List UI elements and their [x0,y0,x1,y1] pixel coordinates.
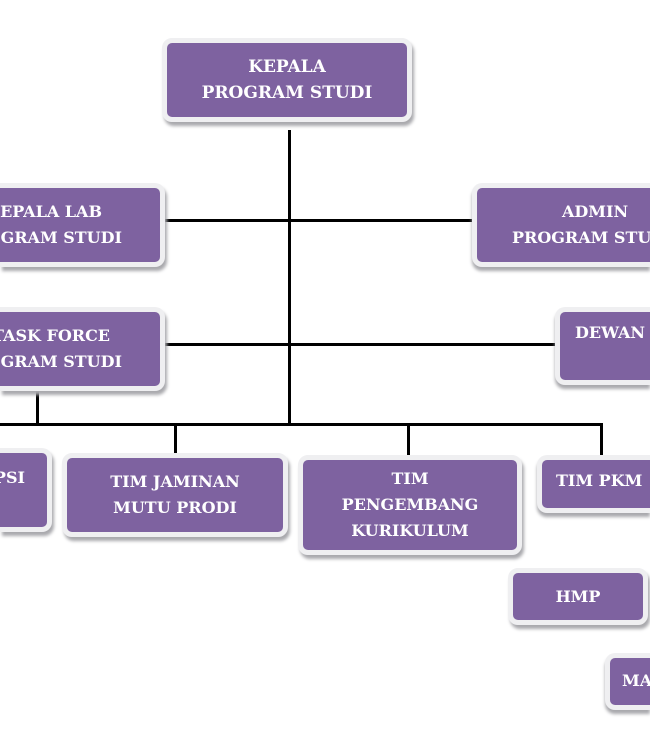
connector-bottom-horizontal [0,423,603,426]
node-kepala-lab: EPALA LAB GRAM STUDI [0,183,165,267]
node-label: KURIKULUM [351,521,469,540]
connector-main-vertical [288,130,291,426]
node-label: ADMIN [562,202,629,221]
node-label: DEWAN [575,323,646,342]
node-label: KEPALA [248,57,326,77]
node-task-force: TASK FORCE GRAM STUDI [0,307,165,391]
connector-tim-pengembang [407,424,410,456]
connector-tim-jaminan [174,424,177,454]
node-tim-pengembang-kurikulum: TIM PENGEMBANG KURIKULUM [298,455,522,555]
node-ma: MA [605,653,650,710]
node-label: GRAM STUDI [0,228,122,247]
connector-row-1 [160,219,475,222]
node-label: EPALA LAB [0,202,102,221]
node-label: PSI [0,468,25,487]
node-label: HMP [555,586,601,606]
node-label: MA [622,671,650,690]
connector-tim-pkm [600,424,603,456]
node-psi: PSI [0,448,52,532]
node-admin-program-studi: ADMIN PROGRAM STU [472,183,650,267]
node-label: MUTU PRODI [113,498,237,517]
node-tim-jaminan-mutu: TIM JAMINAN MUTU PRODI [62,453,288,537]
node-label: PENGEMBANG [341,495,479,514]
node-dewan: DEWAN [555,307,650,385]
connector-task-force-down [36,388,39,425]
node-label: PROGRAM STU [512,228,650,247]
node-label: PROGRAM STUDI [201,83,373,103]
node-hmp: HMP [508,568,648,625]
node-tim-pkm: TIM PKM [537,455,650,513]
node-kepala-program-studi: KEPALA PROGRAM STUDI [162,38,412,122]
node-label: TIM PKM [556,471,643,490]
node-label: TIM [391,469,429,488]
node-label: TASK FORCE [0,326,110,345]
node-label: GRAM STUDI [0,352,122,371]
connector-row-2 [160,343,558,346]
node-label: TIM JAMINAN [110,472,240,491]
